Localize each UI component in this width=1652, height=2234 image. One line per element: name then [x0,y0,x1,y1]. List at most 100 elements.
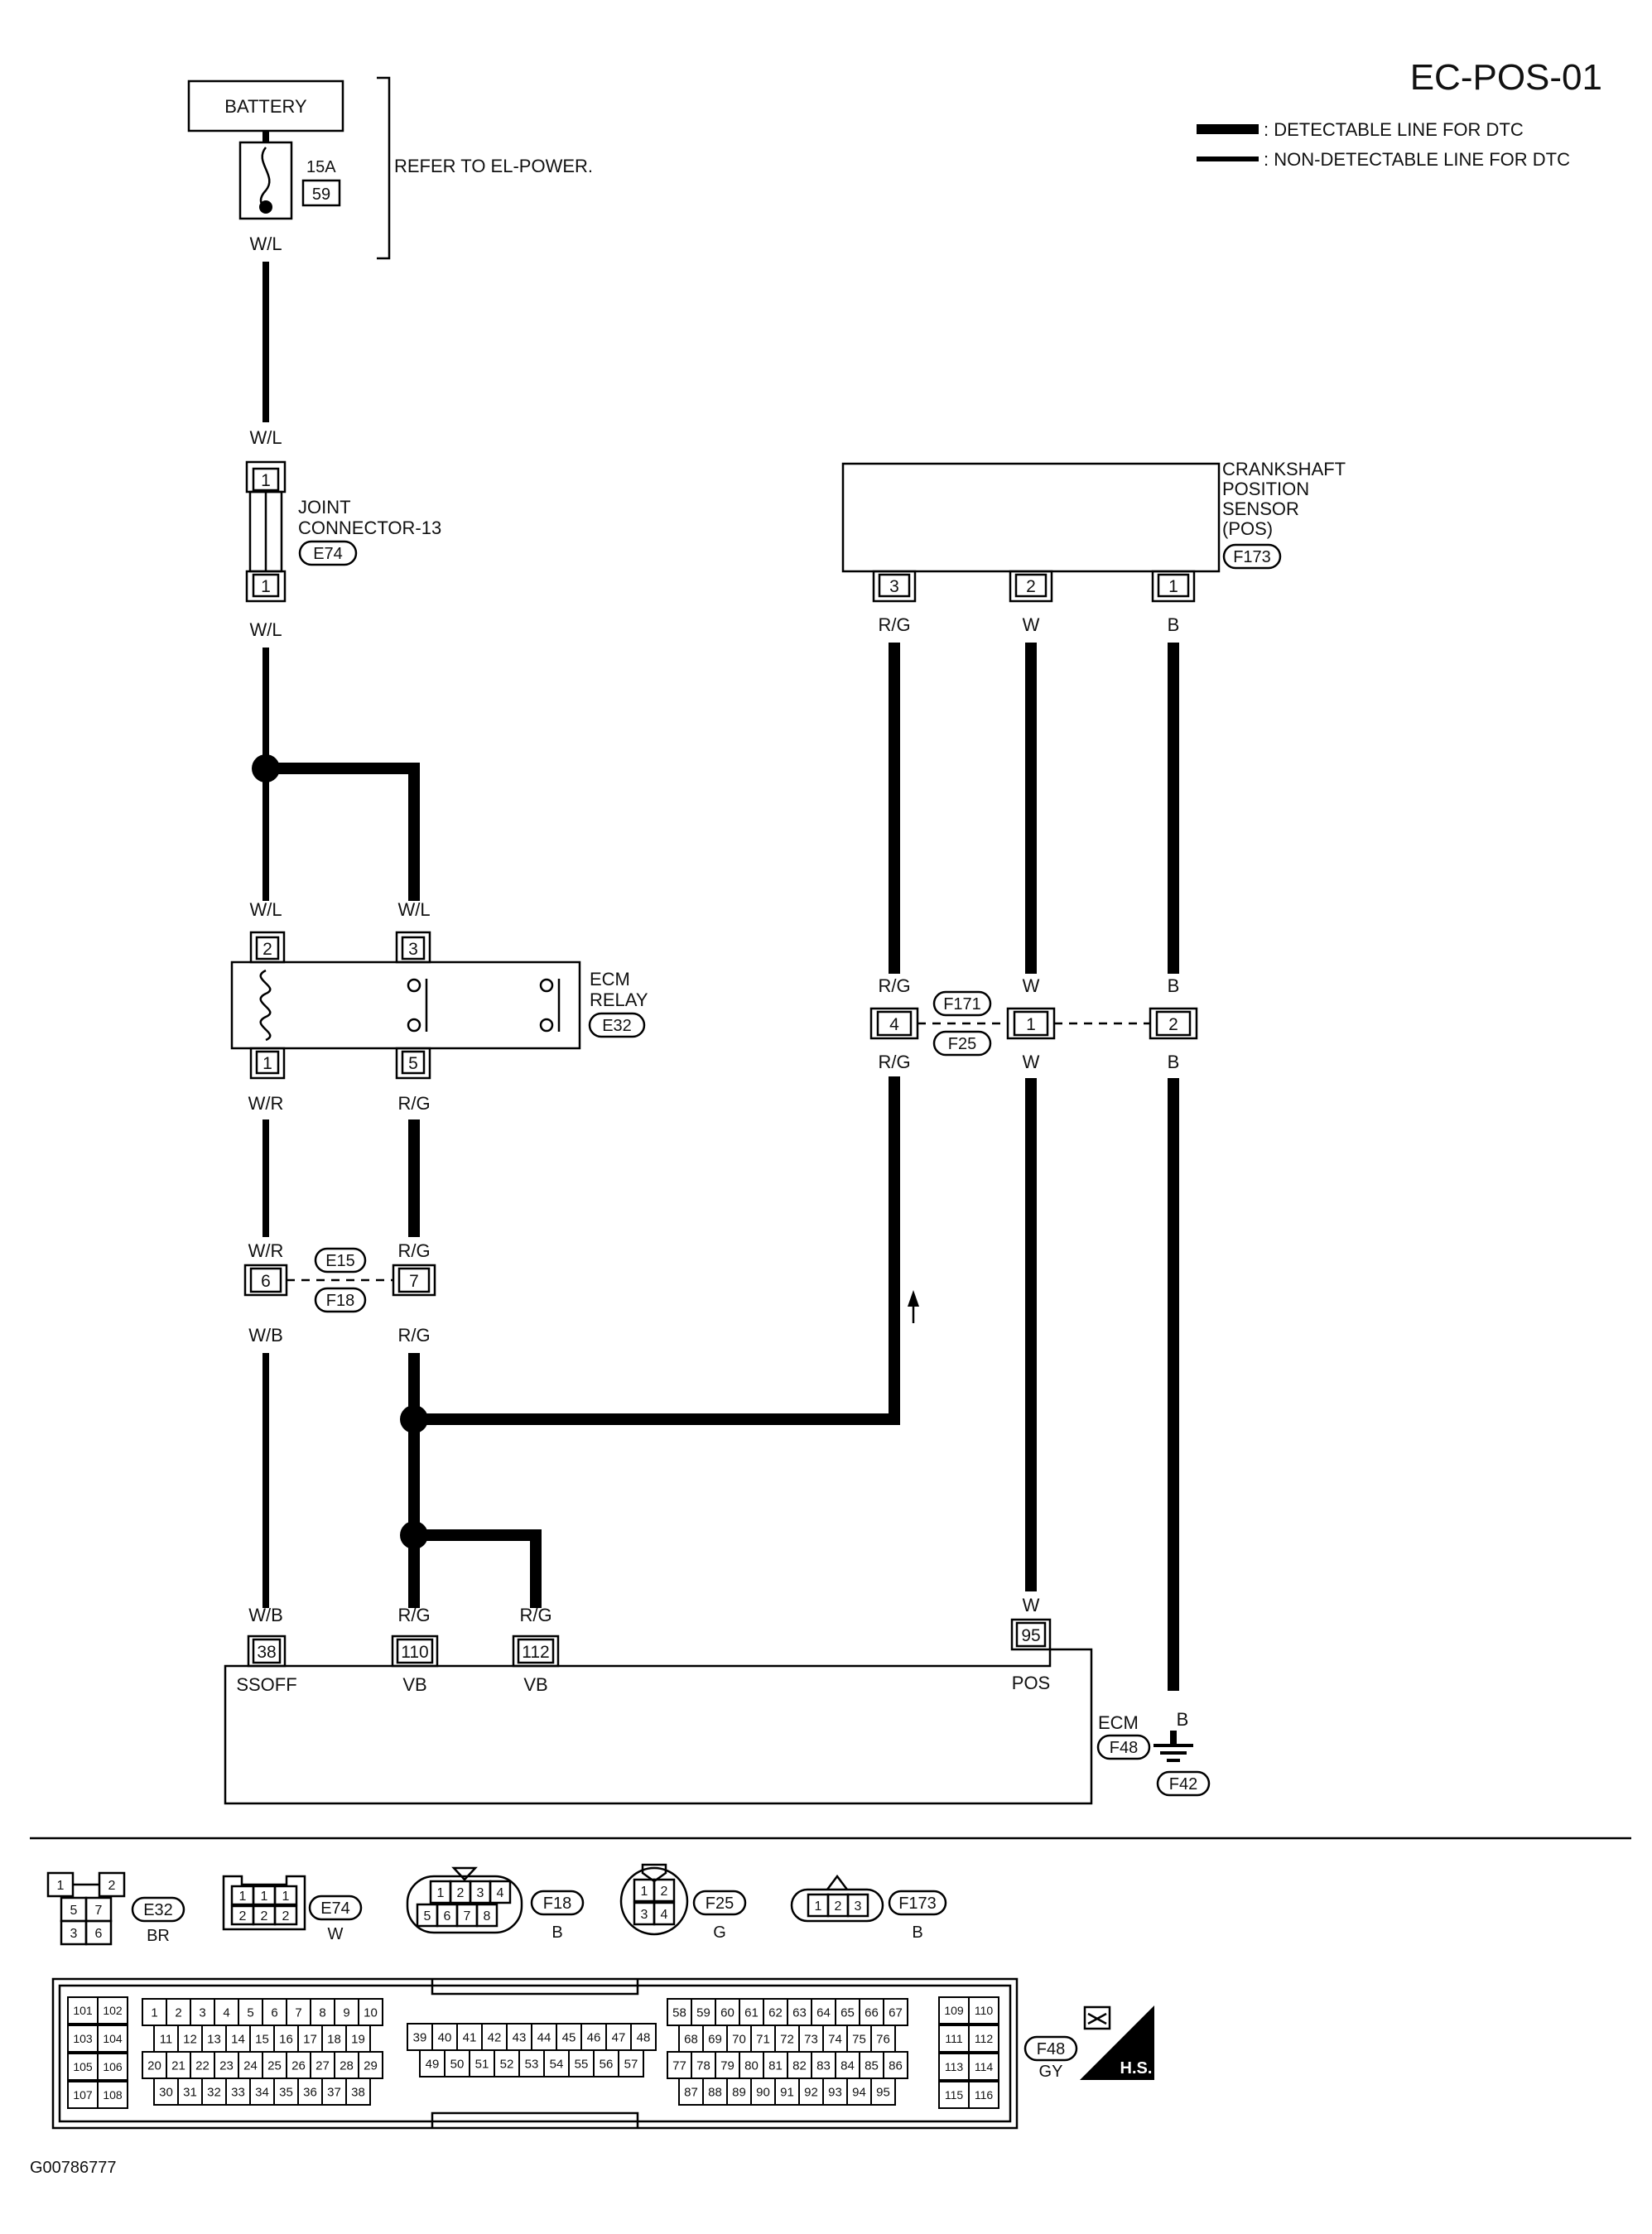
f48-cavity-label: 59 [696,2005,710,2020]
f48-cavity-label: 84 [840,2058,855,2073]
junction-pin-2: 2 [1168,1015,1178,1034]
wire-label-w-1: W [1023,614,1040,635]
f48-cavity-label: 44 [537,2030,551,2044]
relay-pin-1: 1 [262,1054,272,1073]
f48-cavity-label: 29 [364,2058,378,2073]
wire-label-wl-1: W/L [249,234,282,254]
f25-cavity: 3 [641,1908,648,1922]
f48-cavity-label: 85 [865,2058,879,2073]
footer-id: G00786777 [30,2159,117,2177]
ecm-name: ECM [1098,1712,1139,1733]
f48-cavity-label: 58 [672,2005,686,2020]
ecm-terminal-vb-2: VB [523,1674,547,1695]
crankshaft-position-sensor: CRANKSHAFT POSITION SENSOR (POS) F173 3 … [841,459,1346,603]
f48-cavity-label: 90 [756,2085,770,2099]
junction-id-f18: F18 [326,1292,354,1310]
f18-id: F18 [543,1895,571,1913]
e32-cavity: 1 [57,1879,65,1893]
f48-cavity-label: 89 [732,2085,746,2099]
wire-label-b-4: B [1177,1709,1189,1730]
f48-cavity-label: 72 [780,2032,794,2046]
relay-id: E32 [602,1017,632,1035]
f48-cavity-label: 21 [171,2058,185,2073]
junction-pin-1: 1 [1026,1015,1036,1034]
joint-connector-13: 1 1 JOINT CONNECTOR-13 E74 [245,460,441,603]
wire-label-w-2: W [1023,975,1040,996]
f48-id: F48 [1037,2040,1065,2058]
fuse-rating: 15A [306,158,336,176]
f48-cavity-label: 105 [73,2060,93,2073]
wire-label-w-4: W [1023,1595,1040,1615]
f48-cavity-label: 91 [780,2085,794,2099]
ecm-pin-95: 95 [1021,1626,1040,1645]
f173-color: B [912,1923,922,1942]
f48-cavity-label: 7 [295,2005,301,2020]
f48-cavity-label: 14 [231,2032,245,2046]
f48-cavity-label: 104 [103,2032,123,2045]
f25-cavity: 1 [641,1885,648,1899]
f48-cavity-label: 10 [364,2005,378,2020]
e32-cavity: 7 [95,1904,103,1918]
f48-cavity-label: 42 [488,2030,502,2044]
e74-cavity: 1 [239,1890,247,1904]
relay-pin-3: 3 [408,940,418,959]
f18-cavity: 4 [497,1886,504,1900]
ecm-terminal-ssoff: SSOFF [236,1674,296,1695]
joint-id: E74 [313,545,343,563]
e74-cavity: 2 [239,1909,247,1923]
f48-cavity-label: 24 [243,2058,258,2073]
ground-id: F42 [1169,1775,1197,1793]
f48-cavity-label: 38 [351,2085,365,2099]
f48-cavity-label: 19 [351,2032,365,2046]
f48-cavity-label: 12 [183,2032,197,2046]
junction-pin-7: 7 [409,1272,419,1291]
f48-cavity-label: 33 [231,2085,245,2099]
f48-cavity-label: 70 [732,2032,746,2046]
f173-cavity: 3 [855,1899,862,1914]
junction-id-f171: F171 [943,995,981,1013]
f48-cavity-label: 67 [889,2005,903,2020]
connector-view-f18: 1 2 3 4 5 6 7 8 F18 B [406,1866,585,1942]
wire-label-rg-3: R/G [397,1325,430,1346]
relay-body [230,961,581,1050]
wire-label-wl-4: W/L [249,899,282,920]
junction-f171-f25: 4 1 2 F171 F25 [869,990,1198,1057]
sensor-pin-3: 3 [889,577,899,596]
f48-cavity-label: 116 [975,2088,994,2102]
connector-view-e74: 1 1 1 2 2 2 E74 W [222,1875,363,1943]
battery-label: BATTERY [224,96,307,117]
sensor-name-3: SENSOR [1222,498,1299,519]
e32-id: E32 [143,1901,173,1919]
f48-cavity-label: 110 [975,2004,994,2017]
f48-cavity-label: 30 [159,2085,173,2099]
wire-label-rg-1: R/G [397,1093,430,1114]
f18-cavity: 7 [464,1909,471,1923]
wire-wl-branch [266,763,420,901]
f48-cavity-label: 114 [975,2060,994,2073]
ecm-id: F48 [1110,1739,1138,1757]
f48-cavity-label: 28 [340,2058,354,2073]
sensor-name-2: POSITION [1222,479,1309,499]
wire-label-rg-5: R/G [878,975,910,996]
f48-cavity-label: 60 [720,2005,734,2020]
f48-cavity-label: 101 [73,2004,93,2017]
f48-cavity-label: 35 [279,2085,293,2099]
f48-cavity-label: 69 [708,2032,722,2046]
wire-label-b-3: B [1168,1052,1180,1072]
f48-color: GY [1039,2063,1063,2081]
f48-cavity-label: 2 [175,2005,181,2020]
f48-cavity-label: 63 [792,2005,807,2020]
f48-cavity-label: 22 [195,2058,210,2073]
f48-cavity-label: 16 [279,2032,293,2046]
fuse-box [238,141,293,220]
wire-label-w-3: W [1023,1052,1040,1072]
f18-cavity: 1 [437,1886,445,1900]
f48-cavity-label: 34 [255,2085,269,2099]
f48-cavity-label: 65 [840,2005,855,2020]
wire-label-rg-4: R/G [878,614,910,635]
f48-cavity-label: 95 [876,2085,890,2099]
f48-cavity-label: 102 [103,2004,123,2017]
hs-icon: H.S. [1080,2005,1154,2080]
e74-cavity: 1 [261,1890,268,1904]
